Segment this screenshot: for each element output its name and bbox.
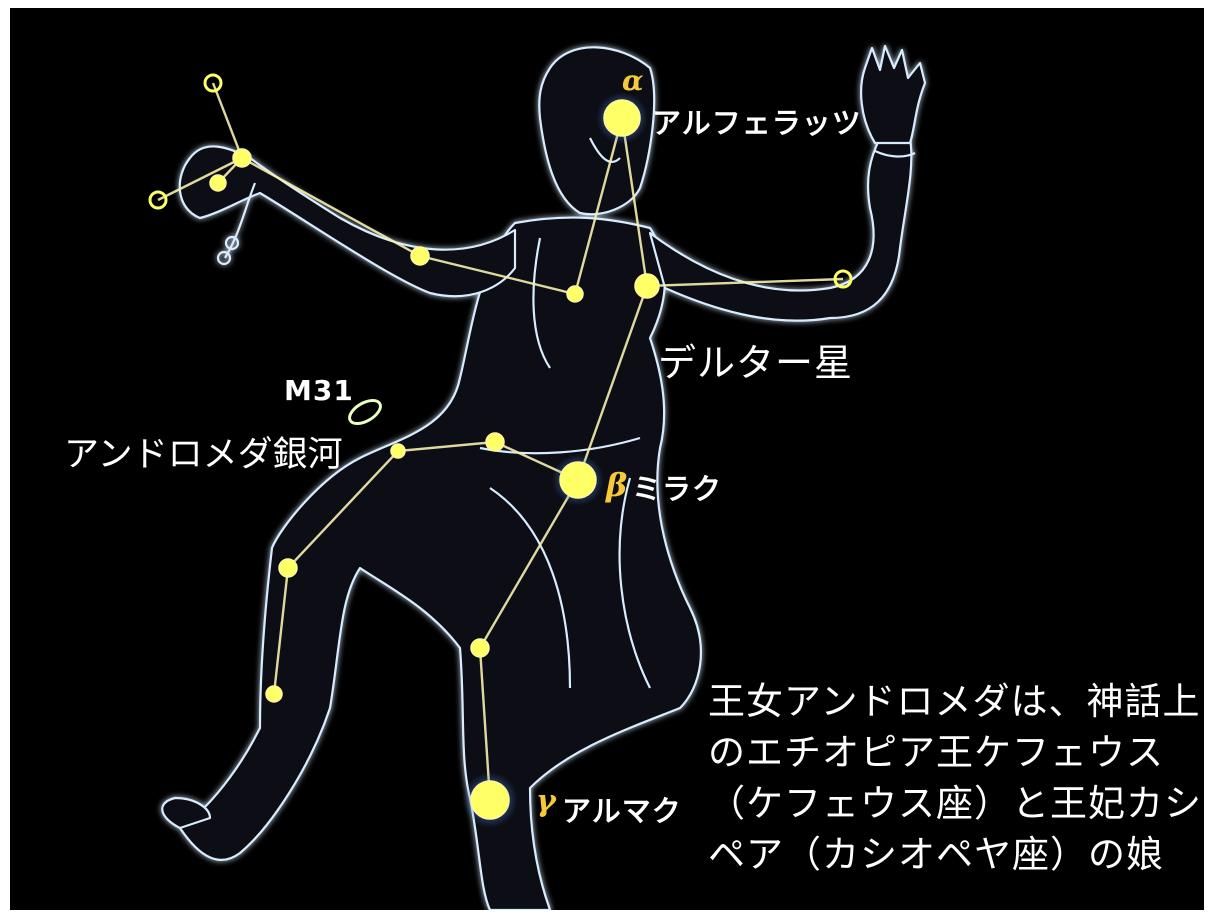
galaxy-name-label: アンドロメダ銀河	[64, 426, 343, 477]
caption-text: 王女アンドロメダは、神話上 のエチオピア王ケフェウス （ケフェウス座）と王妃カシ…	[708, 676, 1188, 880]
star-gamma	[471, 781, 509, 819]
star-wrist	[233, 149, 251, 167]
alpha-greek-label: α	[622, 64, 645, 97]
figure-right-arm	[650, 138, 911, 321]
star-hand	[210, 175, 226, 191]
constellation-diagram: α アルフェラッツ β ミラク γ アルマク デルター星 M31 アンドロメダ銀…	[10, 8, 1204, 910]
figure-right-hand	[861, 46, 925, 143]
star-knee	[279, 559, 297, 577]
delta-name-label: デルター星	[658, 332, 853, 387]
caption-line: ペア（カシオペヤ座）の娘	[708, 829, 1188, 880]
beta-name-label: ミラク	[632, 466, 722, 508]
star-alpha	[604, 100, 640, 136]
gamma-name-label: アルマク	[562, 788, 682, 830]
star-chest	[567, 286, 583, 302]
beta-greek-label: β	[606, 466, 628, 504]
star-elbow	[411, 247, 429, 265]
star-shin	[471, 639, 489, 657]
caption-line: 王女アンドロメダは、神話上	[708, 676, 1188, 727]
star-knee-left	[391, 444, 405, 458]
galaxy-code-label: M31	[284, 374, 354, 407]
star-delta	[635, 274, 659, 298]
star-ankle	[266, 686, 282, 702]
caption-line: （ケフェウス座）と王妃カシオ	[708, 778, 1188, 829]
star-hip	[486, 433, 504, 451]
alpha-name-label: アルフェラッツ	[652, 100, 862, 142]
star-beta	[560, 462, 596, 498]
gamma-greek-label: γ	[536, 784, 557, 819]
caption-line: のエチオピア王ケフェウス	[708, 727, 1188, 778]
